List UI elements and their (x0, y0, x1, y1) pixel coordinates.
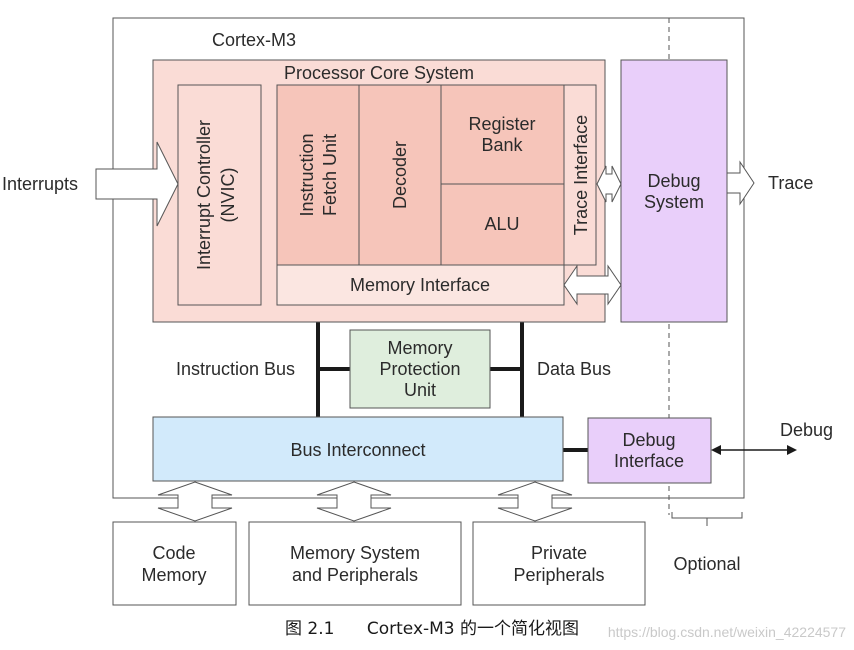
decoder-label: Decoder (390, 141, 410, 209)
debug-system-label-line2: System (644, 192, 704, 212)
memory-interface (276, 264, 565, 306)
figure-caption: 图 2.1 Cortex-M3 的一个简化视图 (285, 619, 579, 639)
trace-debug-arrow (596, 165, 622, 203)
debug-interface-label: Debug (622, 430, 675, 450)
ifu-label: Instruction (297, 133, 317, 216)
nvic-box (177, 84, 262, 306)
memory-system-peripherals (248, 521, 462, 606)
memory-interface-label: Memory Interface (350, 275, 490, 295)
code-memory (112, 521, 237, 606)
bus-interconnect-label: Bus Interconnect (290, 440, 425, 460)
memory-system-label-line2: and Peripherals (292, 565, 418, 585)
private-peripherals-label: Private (531, 543, 587, 563)
private-peripherals (472, 521, 646, 606)
memif-debug-arrow (563, 264, 622, 306)
memory-system-arrow (316, 481, 392, 522)
private-peripherals-arrow (497, 481, 573, 522)
instruction-fetch-unit (276, 84, 360, 266)
data-bus-label: Data Bus (537, 359, 611, 379)
bus-interconnect (152, 416, 564, 482)
register-bank (440, 84, 565, 185)
debug-arrowhead-right (787, 445, 797, 455)
trace-interface-label: Trace Interface (571, 115, 591, 235)
optional-label: Optional (673, 554, 740, 574)
debug-label: Debug (780, 420, 833, 440)
nvic-label: Interrupt Controller (194, 120, 214, 270)
alu-label: ALU (484, 214, 519, 234)
interrupts-arrow (95, 141, 179, 227)
debug-system-label: Debug (647, 171, 700, 191)
memory-system-label: Memory System (290, 543, 420, 563)
watermark: https://blog.csdn.net/weixin_42224577 (608, 624, 846, 640)
debug-arrowhead-left (711, 445, 721, 455)
debug-interface (587, 417, 712, 484)
register-bank-label: Register (468, 114, 535, 134)
ifu-label-line2: Fetch Unit (320, 134, 340, 216)
instruction-bus-label: Instruction Bus (176, 359, 295, 379)
memory-protection-unit (349, 329, 491, 409)
trace-arrow (726, 160, 755, 206)
cortex-m3-label: Cortex-M3 (212, 30, 296, 50)
trace-interface (563, 84, 597, 266)
debug-system (620, 59, 728, 323)
interrupts-label: Interrupts (2, 174, 78, 194)
debug-interface-label-line2: Interface (614, 451, 684, 471)
trace-label: Trace (768, 173, 813, 193)
mpu-label: Memory (387, 338, 452, 358)
register-bank-label-line2: Bank (481, 135, 523, 155)
optional-bracket (671, 512, 743, 526)
private-peripherals-label-line2: Peripherals (513, 565, 604, 585)
code-memory-arrow (157, 481, 233, 522)
mpu-label-line3: Unit (404, 380, 436, 400)
nvic-label-line2: (NVIC) (218, 168, 238, 223)
mpu-label-line2: Protection (379, 359, 460, 379)
alu (440, 183, 565, 266)
code-memory-label-line2: Memory (141, 565, 206, 585)
processor-core-label: Processor Core System (284, 63, 474, 83)
code-memory-label: Code (152, 543, 195, 563)
